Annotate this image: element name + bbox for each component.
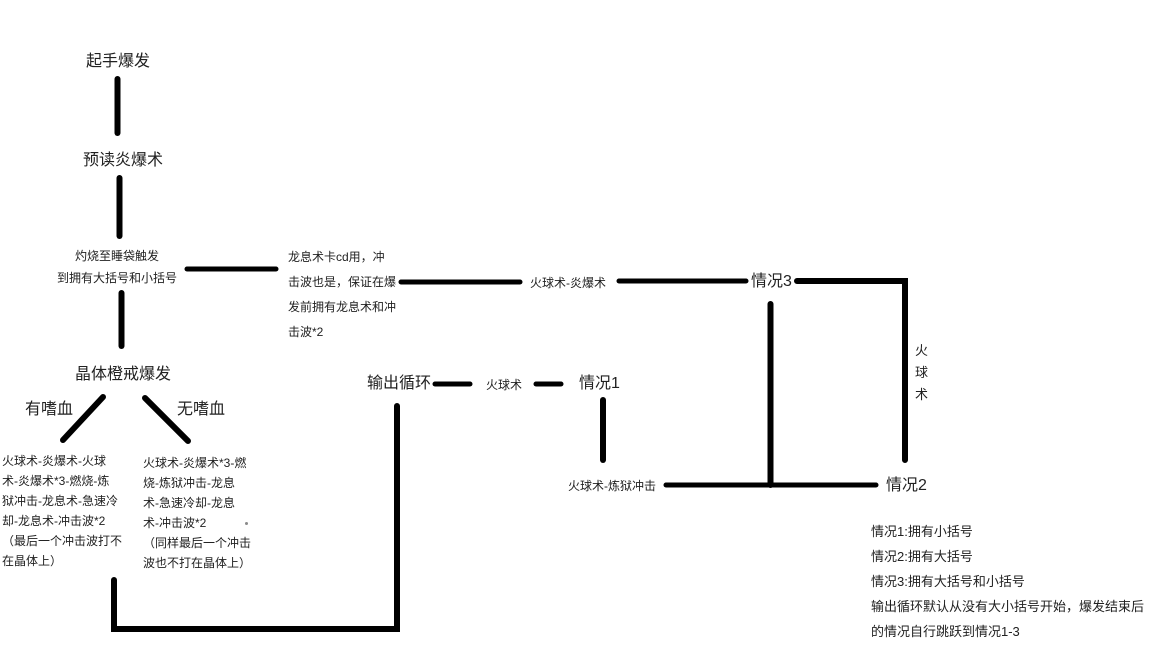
no-bloodlust-rotation-line2: 烧-炼狱冲击-龙息 [143,476,235,490]
bloodlust-rotation-line5: （最后一个冲击波打不 [2,534,123,548]
connector-crystal-to-no-bloodlust-branch [142,395,191,444]
no-bloodlust-rotation-line5: （同样最后一个冲击 [143,536,252,550]
node-case3: 情况3 [751,273,792,290]
bloodlust-rotation-line6: 在晶体上） [2,554,63,568]
note-scorch-trigger: 灼烧至睡袋触发 到拥有大括号和小括号 [47,245,187,289]
legend-block: 情况1:拥有小括号 情况2:拥有大括号 情况3:拥有大括号和小括号 输出循环默认… [871,519,1144,644]
vertical-fireball-char1: 火 [915,343,929,358]
legend-case1: 情况1:拥有小括号 [871,524,973,539]
connector-crystal-to-bloodlust-branch [60,394,106,443]
note-dragons-breath-line1: 龙息术卡cd用，冲 [288,250,385,264]
node-fireball-pyroblast: 火球术-炎爆术 [530,276,606,290]
note-dragons-breath-line3: 发前拥有龙息术和冲 [288,300,397,314]
no-bloodlust-rotation-line1: 火球术-炎爆术*3-燃 [143,456,247,470]
legend-note-line2: 的情况自行跳跃到情况1-3 [871,624,1020,639]
vertical-fireball-char2: 球 [915,365,929,380]
note-scorch-trigger-line1: 灼烧至睡袋触发 [74,249,159,263]
note-dragons-breath-line2: 击波也是，保证在爆 [288,275,397,289]
note-no-bloodlust-rotation: 火球术-炎爆术*3-燃 烧-炼狱冲击-龙息 术-急速冷却-龙息 术-冲击波*2 … [143,453,251,573]
legend-case3: 情况3:拥有大括号和小括号 [871,574,1025,589]
stray-dot-artifact [245,522,248,525]
legend-case2: 情况2:拥有大括号 [871,549,973,564]
node-precast-pyroblast: 预读炎爆术 [83,152,164,169]
note-bloodlust-rotation: 火球术-炎爆术-火球 术-炎爆术*3-燃烧-炼 狱冲击-龙息术-急速冷 却-龙息… [2,451,122,571]
no-bloodlust-rotation-line6: 波也不打在晶体上） [143,556,252,570]
node-opening-burst: 起手爆发 [86,53,151,70]
connector-loop-back-to-output-cycle [111,403,400,632]
bloodlust-rotation-line1: 火球术-炎爆术-火球 [2,454,106,468]
connector-case3-right-corner-down [794,278,908,463]
no-bloodlust-rotation-line4: 术-冲击波*2 [143,516,207,530]
node-with-bloodlust: 有嗜血 [25,401,74,418]
bloodlust-rotation-line4: 却-龙息术-冲击波*2 [2,514,106,528]
note-dragons-breath-line4: 击波*2 [288,325,324,339]
node-output-cycle: 输出循环 [367,375,432,392]
node-case1: 情况1 [579,375,620,392]
note-scorch-trigger-line2: 到拥有大括号和小括号 [56,271,177,285]
node-vertical-fireball: 火 球 术 [915,340,928,406]
no-bloodlust-rotation-line3: 术-急速冷却-龙息 [143,496,235,510]
bloodlust-rotation-line3: 狱冲击-龙息术-急速冷 [2,494,118,508]
bloodlust-rotation-line2: 术-炎爆术*3-燃烧-炼 [2,474,110,488]
node-without-bloodlust: 无嗜血 [177,401,226,418]
node-fireball: 火球术 [486,378,523,392]
node-fireball-infernal-blast: 火球术-炼狱冲击 [568,479,656,493]
note-dragons-breath: 龙息术卡cd用，冲 击波也是，保证在爆 发前拥有龙息术和冲 击波*2 [288,245,396,345]
vertical-fireball-char3: 术 [915,387,929,402]
legend-note-line1: 输出循环默认从没有大小括号开始，爆发结束后 [871,599,1145,614]
node-crystal-ring-burst: 晶体橙戒爆发 [75,366,172,383]
node-case2: 情况2 [886,477,927,494]
